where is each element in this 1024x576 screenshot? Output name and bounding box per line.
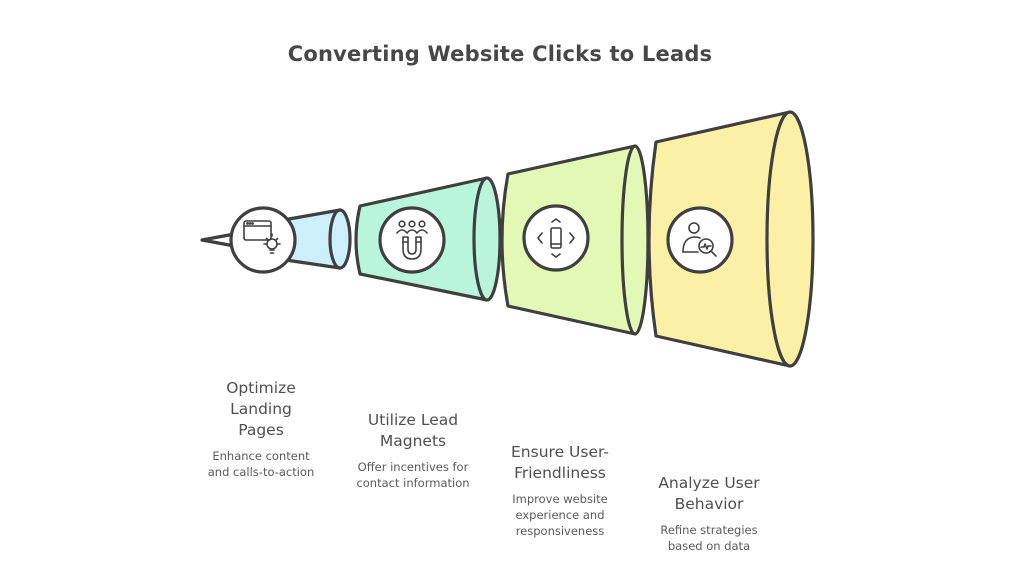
stage-3-icon-circle xyxy=(522,204,590,272)
stage-1-icon-circle xyxy=(229,206,297,274)
step-utilize-lead-magnets: Utilize Lead Magnets Offer incentives fo… xyxy=(342,410,484,491)
step-description: Enhance content and calls-to-action xyxy=(207,449,315,479)
step-heading: Optimize Landing Pages xyxy=(226,379,296,439)
step-heading: Ensure User- Friendliness xyxy=(511,443,609,482)
user-analytics-icon xyxy=(682,222,717,257)
diagram-title: Converting Website Clicks to Leads xyxy=(287,42,713,66)
stage-4-icon-circle xyxy=(666,206,734,274)
step-optimize-landing-pages: Optimize Landing Pages Enhance content a… xyxy=(190,378,332,480)
step-ensure-user-friendliness: Ensure User- Friendliness Improve websit… xyxy=(492,442,628,539)
step-analyze-user-behavior: Analyze User Behavior Refine strategies … xyxy=(638,473,780,554)
browser-lightbulb-icon xyxy=(243,220,281,254)
mobile-responsive-icon xyxy=(537,218,575,258)
step-heading: Analyze User Behavior xyxy=(658,474,760,513)
people-magnet-icon xyxy=(396,220,428,260)
step-description: Refine strategies based on data xyxy=(660,523,758,553)
step-description: Offer incentives for contact information xyxy=(356,460,470,490)
stage-2-icon-circle xyxy=(378,206,446,274)
step-description: Improve website experience and responsiv… xyxy=(512,492,608,538)
step-heading: Utilize Lead Magnets xyxy=(367,411,459,450)
